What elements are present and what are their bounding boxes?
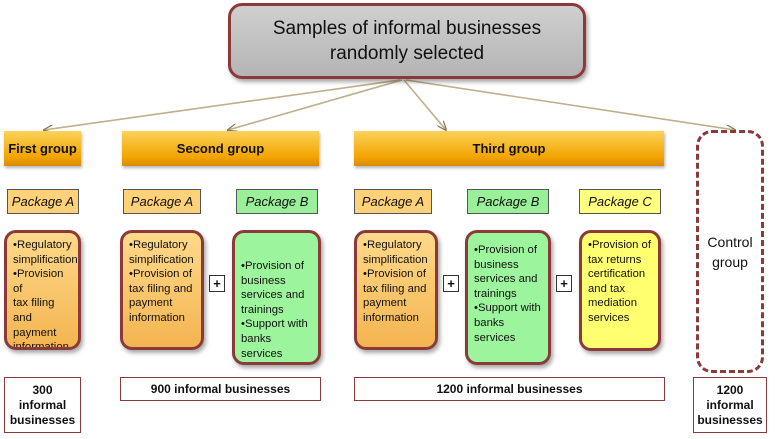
package-text-line: tax filing and <box>363 282 427 295</box>
second-group-package-a-box: •Regulatory simplification •Provision of… <box>120 230 204 350</box>
first-group-package-a-box: •Regulatory simplification •Provision of… <box>4 230 81 350</box>
control-group-count: 1200 informal businesses <box>693 377 767 433</box>
package-text-line: •Provision of <box>241 260 304 272</box>
package-text-line: •Provision of <box>363 268 426 281</box>
first-group-bar: First group <box>4 131 81 166</box>
package-text-line: simplification <box>129 253 194 266</box>
third-group-package-b-label: Package B <box>467 189 549 214</box>
arrow-to-third-group <box>403 79 446 130</box>
third-group-package-a-box: •Regulatory simplification •Provision of… <box>354 230 438 350</box>
second-group-package-a-label: Package A <box>123 189 201 214</box>
second-group-package-b-label: Package B <box>236 189 318 214</box>
plus-sign-icon: + <box>556 275 572 292</box>
second-group-package-b-box: •Provision of business services and trai… <box>232 230 321 365</box>
package-text-line: •Support with <box>474 302 541 315</box>
third-group-package-a-label: Package A <box>354 189 432 214</box>
package-text-line: •Provision of <box>474 244 537 256</box>
package-text-line: •Regulatory <box>363 239 422 251</box>
package-text-line: business <box>241 274 286 287</box>
package-text-line: payment <box>363 297 407 310</box>
package-text-line: business <box>474 258 519 271</box>
package-text-line: •Provision of <box>13 268 64 295</box>
package-text-line: services and <box>241 289 305 302</box>
third-group-count: 1200 informal businesses <box>354 377 665 401</box>
package-text-line: information <box>363 311 419 324</box>
arrow-to-first-group <box>44 79 401 130</box>
first-group-package-a-label: Package A <box>7 189 79 214</box>
title-box: Samples of informal businesses randomly … <box>228 3 586 79</box>
package-text-line: •Provision of <box>588 239 651 251</box>
second-group-bar: Second group <box>122 131 319 166</box>
package-text-line: simplification <box>13 253 78 266</box>
package-text-line: •Regulatory <box>13 239 72 251</box>
package-text-line: simplification <box>363 253 428 266</box>
second-group-count: 900 informal businesses <box>120 377 321 401</box>
package-text-line: services and <box>474 273 538 286</box>
control-group-box: Control group <box>696 130 764 373</box>
package-text-line: tax returns <box>588 253 642 266</box>
first-group-count: 300 informal businesses <box>4 377 81 433</box>
plus-sign-icon: + <box>443 275 459 292</box>
package-text-line: mediation <box>588 297 637 310</box>
third-group-package-b-box: •Provision of business services and trai… <box>465 230 551 365</box>
package-text-line: trainings <box>241 303 284 316</box>
package-text-line: •Support with <box>241 318 308 331</box>
package-text-line: information <box>129 311 185 324</box>
third-group-package-c-label: Package C <box>579 189 661 214</box>
package-text-line: services <box>588 311 630 324</box>
arrow-to-control-group <box>405 79 735 130</box>
package-text-line: •Regulatory <box>129 239 188 251</box>
package-text-line: payment <box>13 326 57 339</box>
package-text-line: •Provision of <box>129 268 192 281</box>
third-group-bar: Third group <box>354 131 664 166</box>
package-text-line: tax filing and <box>13 297 55 324</box>
package-text-line: banks services <box>474 316 516 344</box>
package-text-line: tax filing and <box>129 282 193 295</box>
package-text-line: banks services <box>241 332 283 360</box>
package-text-line: trainings <box>474 287 517 300</box>
third-group-package-c-box: •Provision of tax returns certification … <box>579 230 661 351</box>
package-text-line: and tax <box>588 282 626 295</box>
arrow-to-second-group <box>228 79 403 130</box>
package-text-line: information <box>13 341 69 350</box>
package-text-line: certification <box>588 268 646 281</box>
package-text-line: payment <box>129 297 173 310</box>
plus-sign-icon: + <box>209 275 225 292</box>
